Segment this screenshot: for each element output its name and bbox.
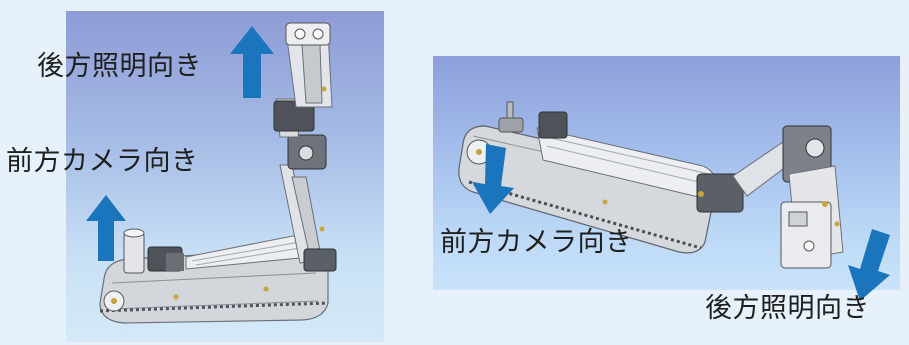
arrow-up-icon <box>86 195 126 261</box>
robot-illustration-right <box>458 101 844 269</box>
robot-image-arm-raised <box>66 11 384 342</box>
arrow-up-icon <box>230 26 274 98</box>
front-camera-direction-label-left: 前方カメラ向き <box>6 146 199 177</box>
arrow-down-icon <box>848 229 890 301</box>
rear-light-direction-label-right: 後方照明向き <box>705 293 870 324</box>
rear-light-direction-label-left: 後方照明向き <box>37 51 202 82</box>
robot-image-arm-lowered <box>433 56 900 290</box>
robot-illustration-left <box>99 22 337 324</box>
arrow-down-icon <box>472 144 514 214</box>
front-camera-direction-label-right: 前方カメラ向き <box>440 227 633 258</box>
